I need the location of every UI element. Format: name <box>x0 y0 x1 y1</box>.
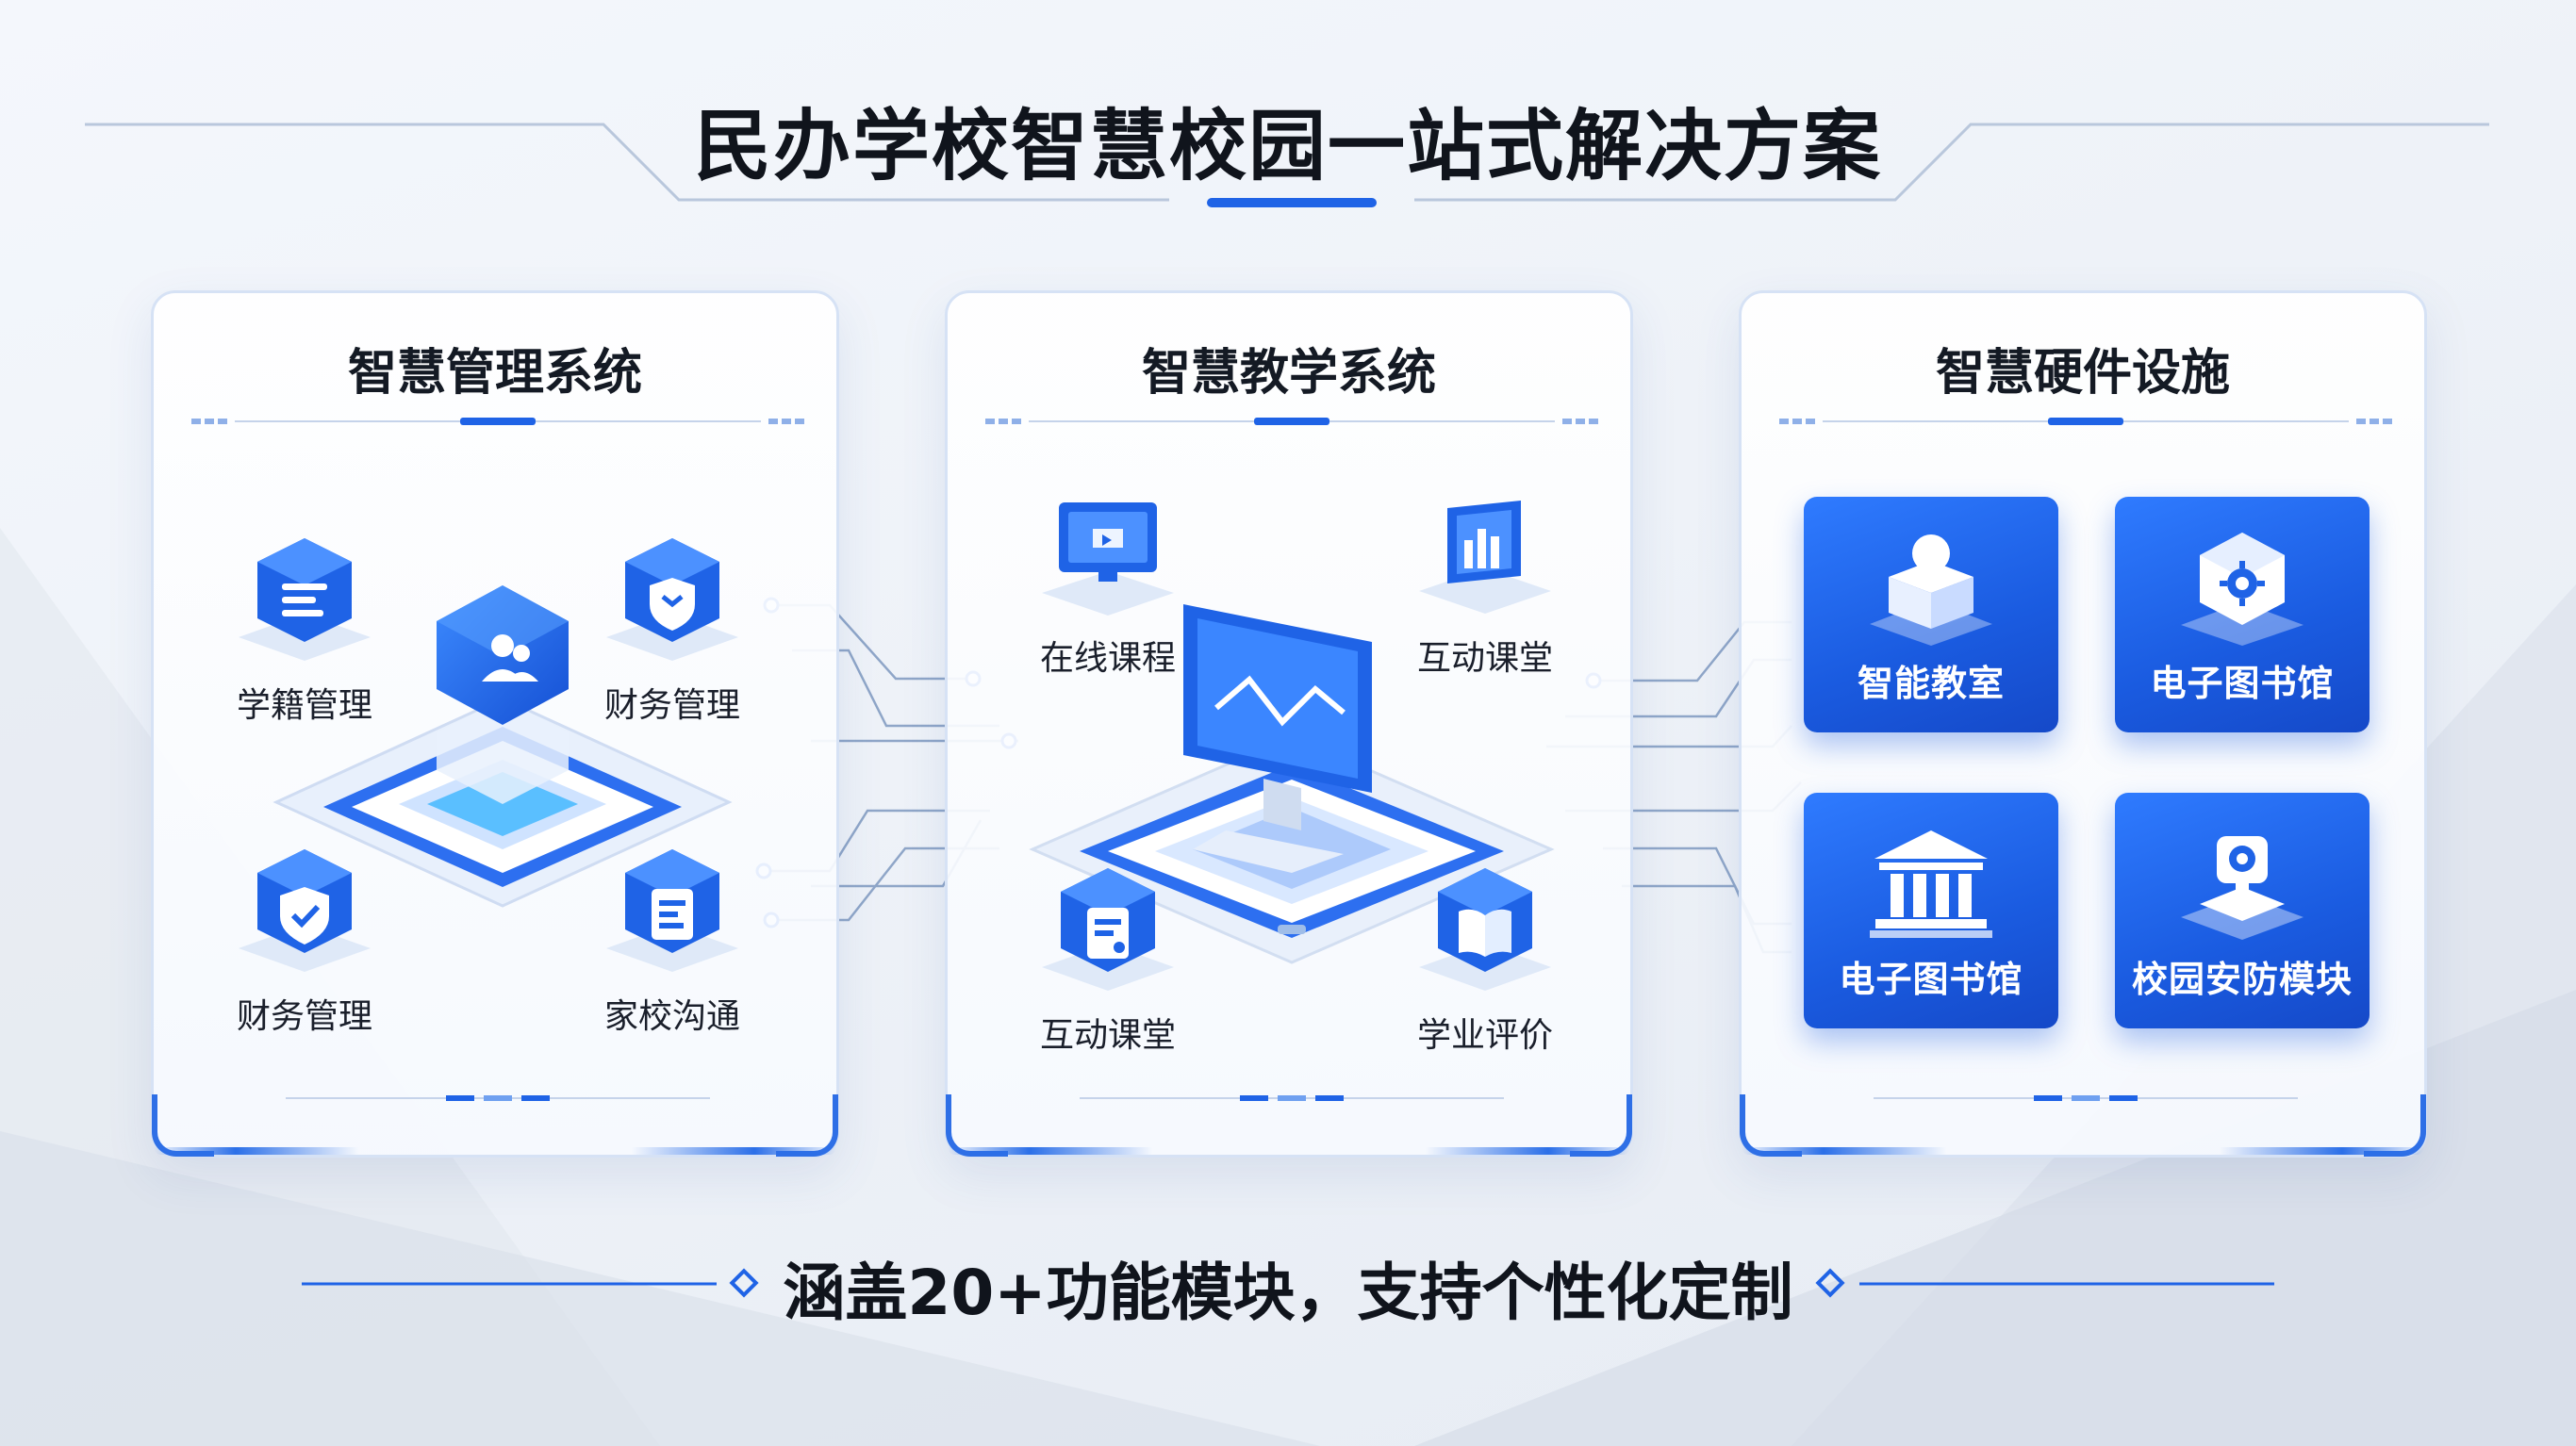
tile-label: 智能教室 <box>1857 663 2005 704</box>
node-label: 在线课程 <box>1039 639 1176 678</box>
node-label: 互动课堂 <box>1416 639 1553 678</box>
management-system-panel: 智慧管理系统 学籍管理 <box>151 290 839 1158</box>
home-school-communication-node[interactable]: 家校沟通 <box>578 840 767 1038</box>
finance-shield-icon <box>606 538 738 661</box>
node-label: 学业评价 <box>1416 1016 1553 1055</box>
e-library-building-icon <box>1870 830 1992 938</box>
panel-divider <box>191 418 804 425</box>
teaching-system-panel: 智慧教学系统 在线课程 <box>945 290 1633 1158</box>
panel-title: 智慧教学系统 <box>1141 345 1436 402</box>
panel-title: 智慧管理系统 <box>347 345 642 402</box>
finance-check-icon <box>239 849 371 972</box>
online-course-icon <box>1042 502 1174 616</box>
academic-evaluation-node[interactable]: 学业评价 <box>1391 859 1579 1057</box>
panel-footer-line <box>1080 1095 1504 1101</box>
interactive-class-node-2[interactable]: 互动课堂 <box>1014 859 1202 1057</box>
title-accent-bar <box>1207 198 1377 207</box>
campus-security-icon <box>2181 836 2304 940</box>
e-library-building-tile[interactable]: 电子图书馆 <box>1804 793 2058 1028</box>
interactive-class-doc-icon <box>1042 868 1174 991</box>
finance-management-node[interactable]: 财务管理 <box>578 529 767 727</box>
panel-divider <box>1779 418 2392 425</box>
smart-classroom-tile[interactable]: 智能教室 <box>1804 497 2058 732</box>
interactive-class-node[interactable]: 互动课堂 <box>1391 482 1579 680</box>
node-label: 财务管理 <box>236 997 372 1036</box>
interactive-class-chart-icon <box>1419 501 1551 614</box>
online-course-node[interactable]: 在线课程 <box>1014 482 1202 680</box>
node-label: 学籍管理 <box>236 686 372 725</box>
node-label: 财务管理 <box>603 686 740 725</box>
panel-title: 智慧硬件设施 <box>1935 345 2230 402</box>
title-decoration <box>85 123 2489 202</box>
campus-security-tile[interactable]: 校园安防模块 <box>2115 793 2370 1028</box>
panel-footer-line <box>1874 1095 2298 1101</box>
panel-footer-line <box>286 1095 710 1101</box>
finance-management-node-2[interactable]: 财务管理 <box>210 840 399 1038</box>
academic-evaluation-book-icon <box>1419 868 1551 991</box>
management-platform-illustration <box>272 585 733 908</box>
e-library-tile[interactable]: 电子图书馆 <box>2115 497 2370 732</box>
home-school-communication-icon <box>606 849 738 972</box>
hardware-facilities-panel: 智慧硬件设施 智能教室 电子图书馆 <box>1739 290 2427 1158</box>
tile-label: 校园安防模块 <box>2131 959 2353 1000</box>
student-records-node[interactable]: 学籍管理 <box>210 529 399 727</box>
teaching-platform-illustration <box>1029 604 1555 964</box>
tile-label: 电子图书馆 <box>1839 959 2023 1000</box>
node-label: 互动课堂 <box>1039 1016 1176 1055</box>
e-library-gear-icon <box>2181 533 2304 646</box>
tile-label: 电子图书馆 <box>2150 663 2335 704</box>
tagline: 涵盖20+功能模块，支持个性化定制 <box>783 1257 1793 1329</box>
panel-divider <box>985 418 1598 425</box>
student-records-icon <box>239 538 371 661</box>
page-title: 民办学校智慧校园一站式解决方案 <box>693 102 1882 191</box>
smart-classroom-icon <box>1870 534 1992 646</box>
node-label: 家校沟通 <box>603 997 740 1036</box>
